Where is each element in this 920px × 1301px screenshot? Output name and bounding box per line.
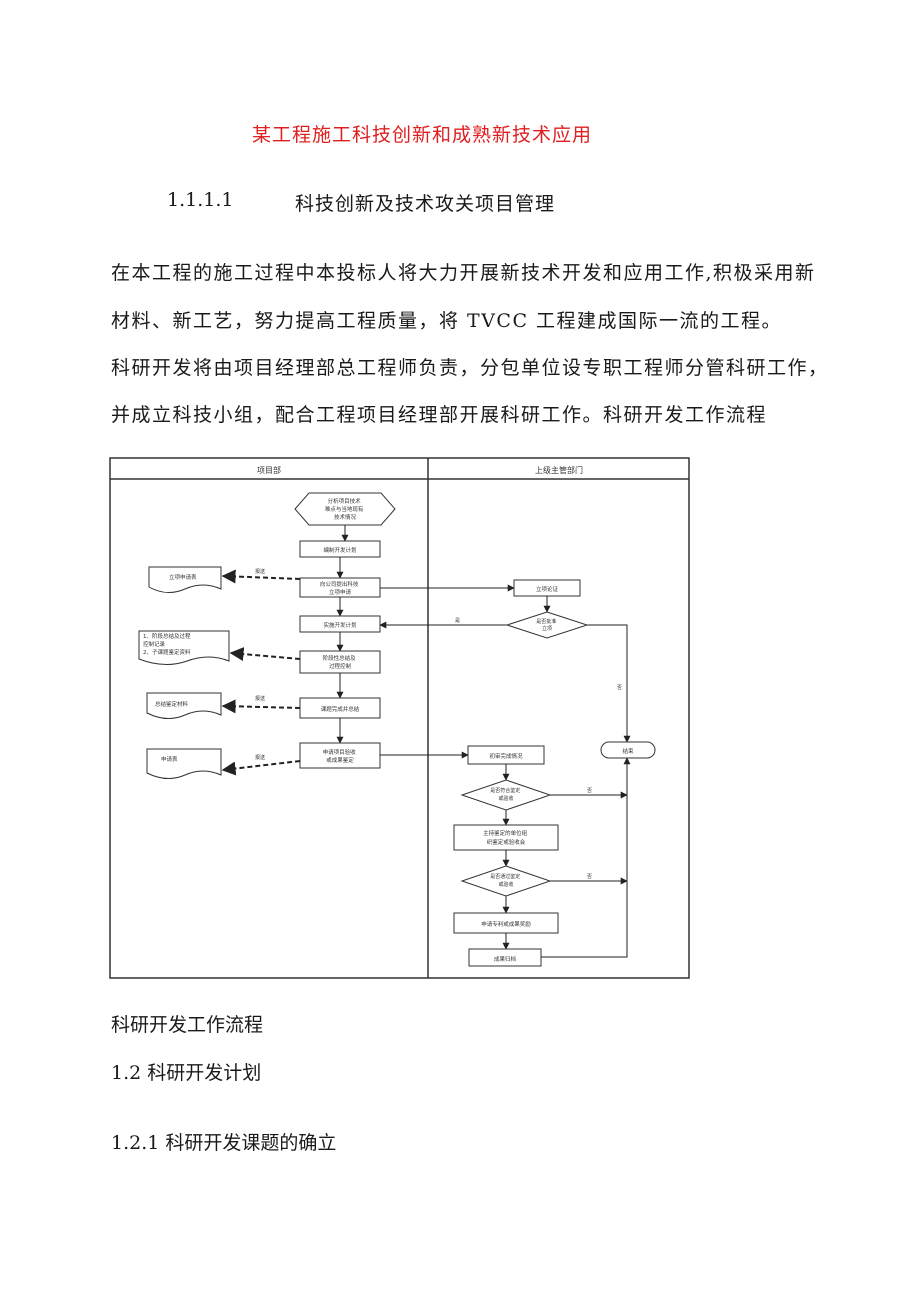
q1-line: 或验收 — [498, 795, 513, 802]
heading-1-2: 1.2 科研开发计划 — [111, 1062, 262, 1084]
archive-label: 成果归档 — [494, 955, 517, 963]
approve-q-line: 立项 — [542, 625, 552, 632]
q2-line: 是否通过鉴定 — [490, 873, 520, 880]
summary-line: 过程控制 — [329, 662, 352, 670]
section-number: 1.1.1.1 — [167, 189, 234, 211]
plan-label: 编制开发计划 — [323, 546, 356, 554]
apply-line: 向公司提出科技 — [320, 580, 359, 588]
doc-summary — [146, 692, 222, 719]
org-line: 织鉴定或验收会 — [487, 838, 526, 846]
svg-text:1、阶段总结及过程 控制记录 2、子课题鉴定: 1、阶段总结及过程 控制记录 2、子课题鉴定资料 — [143, 632, 192, 656]
svg-text:分析项目技术 难点与当地现有 技术情况: 分析项目技术 难点与当地现有 技术情况 — [325, 497, 365, 521]
doc-records-line: 控制记录 — [143, 640, 166, 648]
column-header-left: 项目部 — [257, 465, 281, 475]
paragraph-line: 在本工程的施工过程中本投标人将大力开展新技术开发和应用工作,积极采用新 — [111, 262, 816, 284]
approve-q-line: 是否批准 — [536, 618, 556, 625]
no-label: 否 — [587, 788, 592, 794]
doc-records — [138, 630, 230, 665]
submit-label: 报送 — [255, 568, 265, 575]
doc-apply-form — [148, 566, 222, 593]
yes-label: 是 — [455, 618, 460, 624]
svg-text:是否符合鉴定 或验收: 是否符合鉴定 或验收 — [490, 787, 522, 802]
doc-records-line: 1、阶段总结及过程 — [143, 632, 191, 640]
figure-caption: 科研开发工作流程 — [111, 1014, 264, 1036]
flowchart-diagram: 项目部 上级主管部门 分析项目技术 难点与当地现有 技术情况 编制开发计划 向公… — [109, 457, 690, 979]
no-label: 否 — [587, 874, 592, 880]
svg-text:申请项目验收 或成果鉴定: 申请项目验收 或成果鉴定 — [323, 748, 358, 764]
paragraph-line: 材料、新工艺，努力提高工程质量，将 TVCC 工程建成国际一流的工程。 — [111, 310, 783, 332]
doc-form-label: 申请表 — [161, 755, 178, 763]
q1-line: 是否符合鉴定 — [490, 787, 520, 794]
paragraph-line: 并成立科技小组，配合工程项目经理部开展科研工作。科研开发工作流程 — [111, 404, 768, 426]
approve-decision — [505, 611, 589, 639]
svg-text:是否通过鉴定 或验收: 是否通过鉴定 或验收 — [490, 873, 522, 888]
heading-1-2-1: 1.2.1 科研开发课题的确立 — [111, 1132, 337, 1154]
svg-text:是否批准 立项: 是否批准 立项 — [536, 618, 558, 632]
q2-line: 或验收 — [498, 881, 513, 888]
column-header-right: 上级主管部门 — [535, 465, 583, 475]
appraisal-apply-node — [299, 742, 381, 769]
patent-label: 申请专利或成果奖励 — [481, 920, 531, 928]
analyze-node — [294, 492, 396, 526]
svg-text:阶段性总结及 过程控制: 阶段性总结及 过程控制 — [323, 654, 358, 670]
analyze-line: 难点与当地现有 — [325, 505, 364, 513]
appraisal-apply-line: 申请项目验收 — [323, 748, 357, 756]
approval-label: 立项论证 — [536, 585, 559, 593]
no-label: 否 — [617, 685, 622, 691]
implement-label: 实施开发计划 — [323, 621, 356, 629]
end-label: 结束 — [622, 747, 634, 755]
flowchart-frame — [109, 457, 690, 979]
doc-records-line: 2、子课题鉴定资料 — [143, 648, 191, 656]
paragraph-line: 科研开发将由项目经理部总工程师负责，分包单位设专职工程师分管科研工作， — [111, 357, 829, 379]
submit-label: 报送 — [255, 695, 265, 702]
apply-line: 立项申请 — [329, 588, 352, 596]
complete-label: 课题完成并总结 — [321, 705, 360, 713]
svg-text:主持鉴定的单位组 织鉴定或验收会: 主持鉴定的单位组 织鉴定或验收会 — [483, 829, 529, 846]
section-title: 科技创新及技术攻关项目管理 — [295, 193, 556, 215]
analyze-line: 分析项目技术 — [328, 497, 362, 505]
org-line: 主持鉴定的单位组 — [483, 829, 528, 837]
doc-apply-form-label: 立项申请表 — [169, 573, 197, 581]
doc-summary-label: 总结鉴定材料 — [155, 700, 189, 708]
submit-label: 报送 — [255, 754, 265, 761]
org-node — [453, 824, 559, 851]
appraisal-apply-line: 或成果鉴定 — [326, 756, 354, 764]
summary-line: 阶段性总结及 — [323, 654, 357, 662]
svg-text:向公司提出科技 立项申请: 向公司提出科技 立项申请 — [320, 580, 360, 596]
analyze-line: 技术情况 — [334, 513, 357, 521]
doc-form — [146, 748, 222, 779]
review-label: 初审完成情况 — [489, 752, 523, 760]
document-title: 某工程施工科技创新和成熟新技术应用 — [252, 124, 593, 146]
